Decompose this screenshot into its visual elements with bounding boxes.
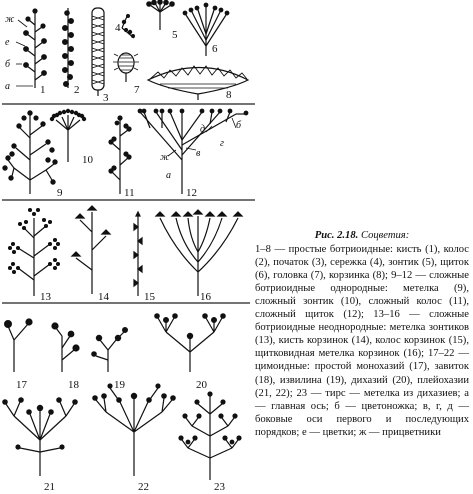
caption-body: 1–8 — простые ботриоидные: кисть (1), ко… bbox=[255, 244, 469, 438]
panel-number: 10 bbox=[82, 154, 94, 166]
panel-number: 8 bbox=[226, 89, 232, 101]
panel-number: 20 bbox=[196, 379, 208, 391]
fig-5-umbel bbox=[146, 0, 175, 30]
fig-21-pleiochasium bbox=[2, 397, 78, 476]
fig-2-spike bbox=[61, 8, 74, 88]
fig-7-head bbox=[113, 52, 139, 82]
caption-title-text: Соцветия: bbox=[360, 230, 410, 241]
fig-18-cincinnus bbox=[51, 322, 80, 372]
panel-number: 5 bbox=[172, 29, 178, 41]
panel-number: 12 bbox=[186, 187, 197, 199]
label-zh-fig1: ж bbox=[5, 14, 15, 25]
fig-10-compound-umbel bbox=[49, 108, 87, 162]
fig-13-panicle-of-umbels bbox=[7, 207, 61, 296]
panel-number: 6 bbox=[212, 43, 218, 55]
label-g-fig12: г bbox=[220, 138, 224, 149]
panel-number: 14 bbox=[98, 291, 110, 303]
fig-4-catkin bbox=[121, 13, 136, 39]
panel-number: 11 bbox=[124, 187, 135, 199]
fig-3-spadix bbox=[91, 7, 105, 96]
panel-number: 3 bbox=[103, 92, 109, 104]
fig-11-compound-spike bbox=[108, 115, 132, 194]
label-zh-fig12: ж bbox=[160, 152, 170, 163]
fig-23-thyrse bbox=[178, 391, 242, 480]
fig-19-bostryx bbox=[91, 327, 128, 372]
panel-number: 18 bbox=[68, 379, 80, 391]
label-d-fig12: д bbox=[200, 124, 205, 135]
panel-number: 21 bbox=[44, 481, 55, 493]
fig-14-raceme-of-baskets bbox=[70, 205, 112, 294]
panel-number: 13 bbox=[40, 291, 52, 303]
label-v-fig12: в bbox=[196, 148, 201, 159]
panel-number: 23 bbox=[214, 481, 226, 493]
label-e-fig1: е bbox=[5, 37, 10, 48]
caption-figure-number: Рис. 2.18. bbox=[314, 230, 359, 241]
fig-20-dichasium bbox=[154, 313, 226, 372]
fig-9-panicle bbox=[2, 110, 58, 194]
panel-number: 7 bbox=[134, 84, 140, 96]
panel-number: 19 bbox=[114, 379, 126, 391]
label-b-fig12: б bbox=[236, 120, 242, 131]
fig-16-corymbose-panicle bbox=[154, 209, 244, 296]
panel-number: 9 bbox=[57, 187, 63, 199]
label-b-fig1: б bbox=[5, 59, 11, 70]
panel-number: 4 bbox=[115, 22, 121, 34]
figure-caption: Рис. 2.18. Соцветия: 1–8 — простые ботри… bbox=[255, 229, 469, 439]
fig-12-compound-corymb bbox=[137, 108, 249, 194]
fig-6-corymb bbox=[182, 2, 230, 56]
label-a-fig12: а bbox=[166, 170, 171, 181]
caption-title: Рис. 2.18. Соцветия: bbox=[255, 229, 469, 242]
fig-8-basket bbox=[146, 65, 250, 100]
panel-number: 17 bbox=[16, 379, 28, 391]
panel-number: 16 bbox=[200, 291, 212, 303]
fig-1-raceme bbox=[15, 8, 47, 88]
label-a-fig1: а bbox=[5, 81, 10, 92]
fig-22-pleiochasium bbox=[92, 383, 176, 476]
panel-number: 15 bbox=[144, 291, 156, 303]
panel-number: 22 bbox=[138, 481, 149, 493]
fig-17-monochasium bbox=[3, 318, 33, 372]
panel-number: 1 bbox=[40, 84, 46, 96]
fig-15-spike-of-baskets bbox=[133, 210, 143, 296]
panel-number: 2 bbox=[74, 84, 80, 96]
